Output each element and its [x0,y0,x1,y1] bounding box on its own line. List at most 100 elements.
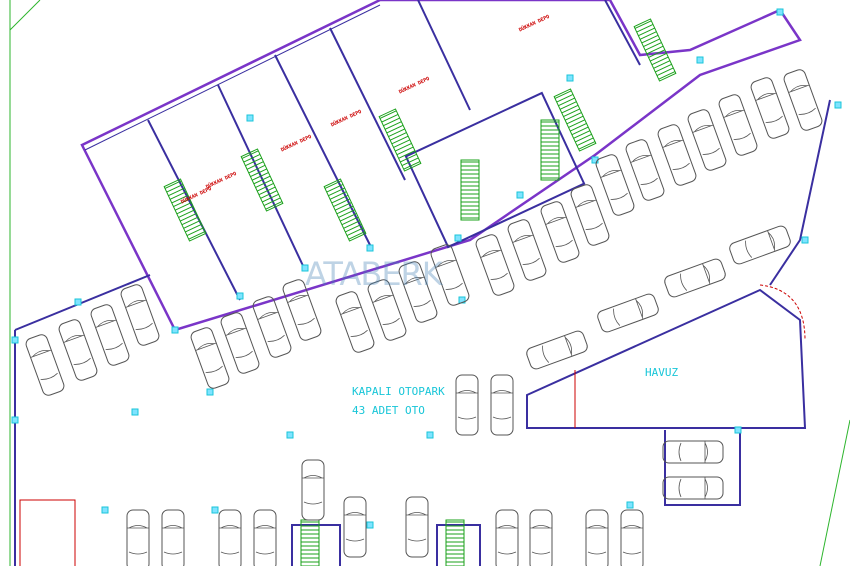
watermark: ATABERK [305,255,443,293]
car-icon [783,69,823,131]
pool-outline [526,288,807,429]
car-icon [620,509,644,566]
stair-box-left [291,524,341,566]
car-icon [58,319,98,381]
column-icon [366,521,374,529]
column-icon [11,336,19,344]
column-icon [566,74,574,82]
stairs-icon [445,519,465,566]
column-icon [301,264,309,272]
car-icon [430,244,470,306]
site-boundary-top [9,0,41,31]
stairs-icon [240,148,284,212]
column-icon [11,416,19,424]
stairs-icon [633,18,677,82]
car-icon [25,334,65,396]
car-icon [90,304,130,366]
parking-count: 43 ADET OTO [352,404,425,417]
car-icon [662,476,724,500]
car-icon [190,327,230,389]
car-icon [595,154,635,216]
column-icon [626,501,634,509]
car-icon [405,496,429,558]
pool-arc [759,284,806,341]
red-ramp [19,499,76,566]
columns [11,8,842,529]
column-icon [454,234,462,242]
column-icon [286,431,294,439]
car-icon [343,496,367,558]
site-boundary-right [819,419,850,566]
car-icon [657,124,697,186]
cars [25,69,823,566]
column-icon [171,326,179,334]
car-icon [718,94,758,156]
car-icon [220,312,260,374]
car-icon [252,296,292,358]
column-icon [734,426,742,434]
car-icon [455,374,479,436]
car-icon [687,109,727,171]
stairs-icon [460,159,480,221]
car-icon [664,258,726,298]
car-icon [367,279,407,341]
stairs-icon [323,178,367,242]
pool-label: HAVUZ [645,366,679,379]
car-icon [570,184,610,246]
column-icon [246,114,254,122]
car-icon [282,279,322,341]
car-icon [301,459,325,521]
stairs-icon [553,88,597,152]
car-icon [540,201,580,263]
stairs-icon [163,178,207,242]
partition [217,84,306,271]
car-icon [507,219,547,281]
column-icon [236,292,244,300]
partition [604,0,641,66]
core [404,91,586,249]
column-icon [206,388,214,396]
car-icon [475,234,515,296]
car-icon [662,440,724,464]
stair-box-right [436,524,481,566]
car-icon [161,509,185,566]
column-icon [426,431,434,439]
car-icon [398,261,438,323]
parking-outer-right [769,99,831,286]
column-icon [74,298,82,306]
car-icon [218,509,242,566]
stairs-icon [378,108,422,172]
car-icon [126,509,150,566]
partition [417,0,471,111]
column-icon [834,101,842,109]
column-icon [696,56,704,64]
column-icon [211,506,219,514]
parking-wall-left [14,274,151,331]
column-icon [776,8,784,16]
stairs-icon [540,119,560,181]
car-icon [529,509,553,566]
stairs [163,18,677,566]
car-icon [597,293,659,333]
parking-title: KAPALI OTOPARK [352,385,445,398]
column-icon [131,408,139,416]
partition [329,27,406,181]
column-icon [101,506,109,514]
building-outline [80,0,802,332]
column-icon [366,244,374,252]
car-icon [120,284,160,346]
column-icon [801,236,809,244]
partition [274,54,371,246]
car-icon [335,291,375,353]
car-icon [750,77,790,139]
car-icon [526,330,588,370]
car-icon [253,509,277,566]
car-icon [495,509,519,566]
car-icon [490,374,514,436]
column-icon [516,191,524,199]
car-icon [585,509,609,566]
interior-wall-top [84,4,381,151]
stairs-icon [300,519,320,566]
